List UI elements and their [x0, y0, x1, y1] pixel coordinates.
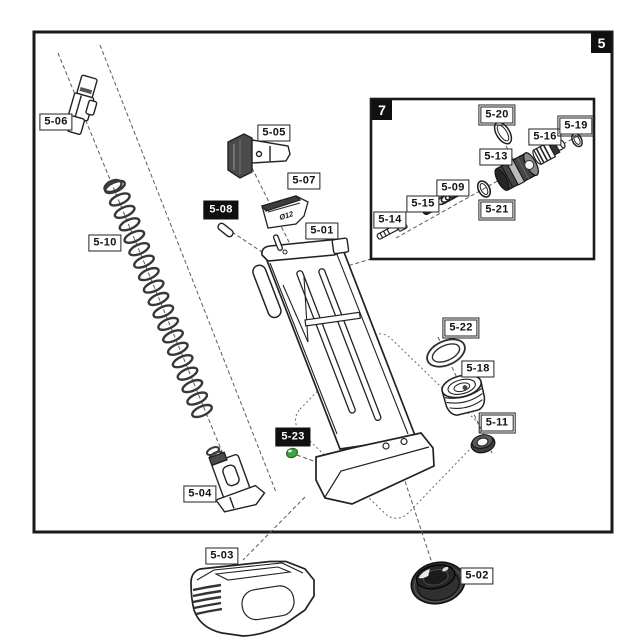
- inset-frame: [369, 97, 596, 261]
- part-5-02-rubber-cap: [410, 561, 466, 605]
- part-5-21-oring: [476, 180, 492, 198]
- part-5-06-feed-block: [66, 74, 98, 135]
- part-5-11-ring: [470, 434, 496, 454]
- part-5-01-magazine-body: [252, 234, 435, 505]
- part-5-22-oring: [426, 338, 466, 368]
- part-5-23-bb: [286, 447, 298, 459]
- part-5-04-follower-foot: [205, 446, 266, 513]
- part-5-13-valve-body: [494, 152, 539, 191]
- part-5-05-follower: [227, 133, 291, 179]
- part-5-20-oring: [493, 121, 513, 145]
- part-5-16-output-valve: [532, 139, 566, 165]
- part-5-03-base-pad: [190, 560, 315, 637]
- part-5-10-spring: [103, 178, 213, 419]
- part-5-08-pin: [217, 222, 234, 238]
- part-5-18-base-valve: [441, 374, 486, 416]
- part-5-07-marking: Ø12: [278, 209, 295, 222]
- part-5-07-wedge: Ø12: [260, 195, 309, 229]
